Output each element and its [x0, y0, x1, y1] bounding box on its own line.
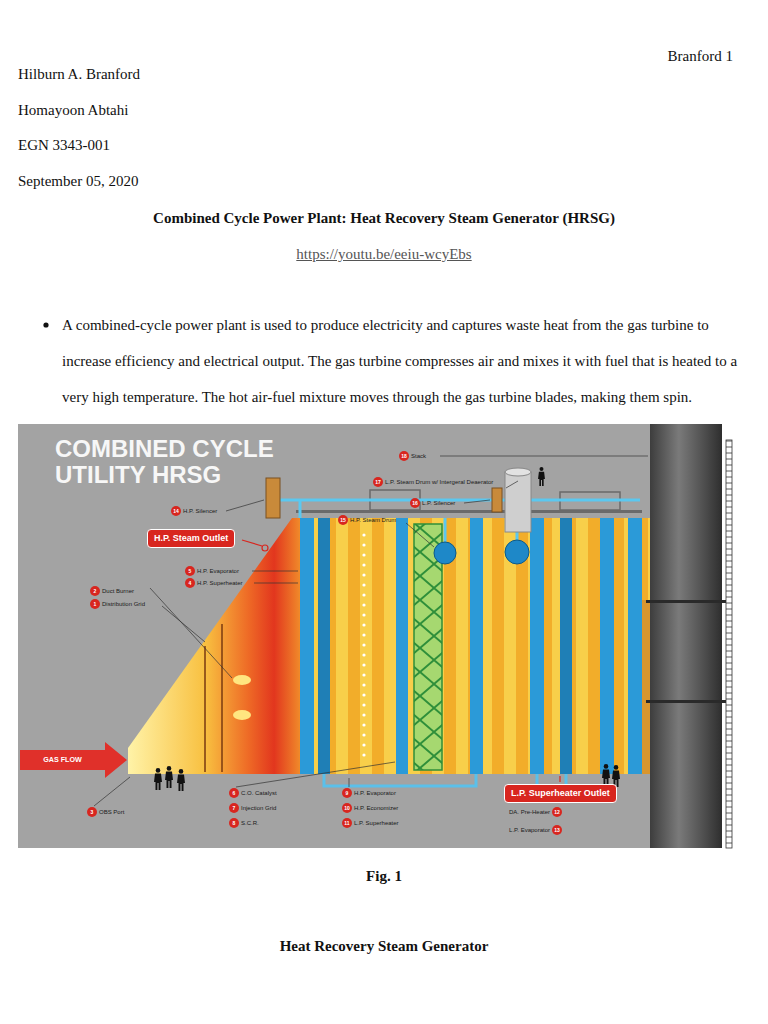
- distribution-grid: [221, 624, 223, 772]
- section-heading: Heat Recovery Steam Generator: [0, 935, 768, 957]
- lp-silencer: [492, 488, 502, 512]
- callout-number: 7: [229, 803, 239, 813]
- outlet-leaders: [242, 540, 560, 782]
- person-silhouette: [177, 769, 185, 791]
- video-link: https://youtu.be/eeiu-wcyEbs: [0, 243, 768, 265]
- callout-number: 4: [185, 578, 195, 588]
- tube-bank: [628, 518, 642, 774]
- tube-bank: [396, 518, 408, 774]
- tube-bank: [560, 518, 572, 774]
- hp-silencer: [266, 478, 280, 518]
- distribution-grid: [204, 646, 206, 772]
- paper-title: Combined Cycle Power Plant: Heat Recover…: [0, 207, 768, 229]
- callout-label: H.P. Evaporator: [197, 567, 239, 575]
- callout-label: H.P. Steam Drum: [350, 516, 396, 524]
- hrsg-casing: [300, 518, 650, 774]
- callout-label: H.P. Evaporator: [354, 789, 396, 797]
- figure-ground: [18, 424, 673, 848]
- person-silhouette: [165, 766, 173, 788]
- author-line: Homayoon Abtahi: [18, 99, 128, 121]
- callout-label: Stack: [411, 452, 426, 460]
- outlet-label: H.P. Steam Outlet: [154, 533, 228, 544]
- callout-number: 8: [229, 818, 239, 828]
- tube-bank: [300, 518, 314, 774]
- outlet-label: L.P. Superheater Outlet: [511, 788, 610, 799]
- arrow-shape: [20, 742, 127, 778]
- arrow-label: GAS FLOW: [20, 742, 105, 778]
- callout-number: 13: [552, 825, 562, 835]
- tube-bank: [470, 518, 483, 774]
- deaerator: [505, 472, 531, 532]
- person-silhouette: [602, 764, 610, 786]
- callout-number: 2: [90, 586, 100, 596]
- hp-steam-drum: [434, 542, 456, 564]
- duct-burner: [233, 710, 251, 720]
- callout-label: H.P. Economizer: [354, 804, 398, 812]
- callout-label: H.P. Superheater: [197, 579, 243, 587]
- leader-lines: [94, 456, 648, 806]
- person-silhouette: [538, 467, 545, 486]
- callout-number: 5: [185, 566, 195, 576]
- lp-steam-drum: [505, 540, 529, 564]
- tube-bank: [318, 518, 330, 774]
- callout-number: 12: [552, 807, 562, 817]
- callout-label: Injection Grid: [241, 804, 276, 812]
- stack-ladder: [726, 440, 732, 848]
- callout-label: S.C.R.: [241, 819, 259, 827]
- callout-number: 16: [410, 498, 420, 508]
- callout-label: L.P. Steam Drum w/ Intergeral Deaerator: [385, 478, 493, 486]
- callout-label: OBS Port: [99, 808, 124, 816]
- callout-label: Distribution Grid: [102, 600, 145, 608]
- stack-band: [646, 600, 726, 603]
- callout-number: 17: [373, 477, 383, 487]
- figure-caption: Fig. 1: [0, 865, 768, 887]
- page-header: Branford 1: [668, 45, 733, 67]
- tube-bank: [600, 518, 614, 774]
- duct-burner: [233, 675, 251, 685]
- body-paragraph: A combined-cycle power plant is used to …: [62, 307, 752, 415]
- figure-title: COMBINED CYCLE UTILITY HRSG: [55, 436, 315, 488]
- callout-label: DA. Pre-Heater: [509, 808, 550, 816]
- callout-number: 10: [342, 803, 352, 813]
- callout-label: L.P. Silencer: [422, 499, 455, 507]
- dot-column: [358, 530, 366, 760]
- date-line: September 05, 2020: [18, 170, 138, 192]
- stack-band: [646, 700, 726, 703]
- callout-number: 15: [338, 515, 348, 525]
- tube-bank: [530, 518, 544, 774]
- callout-label: L.P. Evaporator: [509, 826, 550, 834]
- gas-flow-arrow: GAS FLOW: [20, 742, 127, 778]
- callout-number: 18: [399, 451, 409, 461]
- inlet-duct: [128, 518, 300, 774]
- deaerator-cap: [505, 468, 531, 476]
- steam-pipe: [276, 500, 640, 542]
- bullet-dot: [43, 322, 48, 327]
- callout-number: 3: [87, 807, 97, 817]
- callout-label: Duct Burner: [102, 587, 134, 595]
- callout-label: L.P. Superheater: [354, 819, 399, 827]
- outlet-tag: L.P. Superheater Outlet: [504, 784, 617, 803]
- callout-number: 9: [342, 788, 352, 798]
- callout-number: 14: [171, 506, 181, 516]
- outlet-tag: H.P. Steam Outlet: [147, 529, 235, 548]
- callout-label: H.P. Silencer: [183, 507, 217, 515]
- callout-number: 1: [90, 599, 100, 609]
- author-line: Hilburn A. Branford: [18, 63, 140, 85]
- callout-number: 6: [229, 788, 239, 798]
- stack: [650, 424, 722, 848]
- callout-number: 11: [342, 818, 352, 828]
- course-line: EGN 3343-001: [18, 134, 110, 156]
- person-silhouette: [154, 768, 162, 790]
- callout-label: C.O. Catalyst: [241, 789, 277, 797]
